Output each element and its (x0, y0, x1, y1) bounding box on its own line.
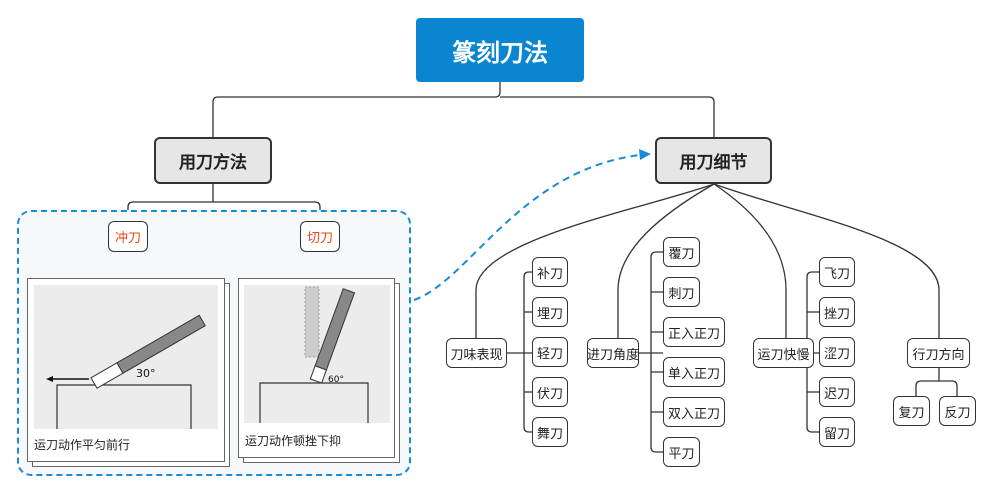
card-qiedao: 60° 运刀动作顿挫下抑 (238, 278, 395, 458)
leaf-node[interactable]: 舞刀 (532, 417, 568, 447)
leaf-node[interactable]: 伏刀 (532, 377, 568, 407)
connector-g3 (713, 183, 787, 338)
node-qiedao[interactable]: 切刀 (300, 221, 340, 252)
caption-chongdao: 运刀动作平匀前行 (34, 438, 131, 452)
leaf-node[interactable]: 正入正刀 (663, 317, 725, 347)
leaf-node[interactable]: 留刀 (819, 417, 855, 447)
bracket-g1 (507, 271, 532, 433)
node-right-title[interactable]: 用刀细节 (655, 137, 772, 184)
chongdao-illustration: 30° (34, 285, 218, 429)
caption-qiedao: 运刀动作顿挫下抑 (245, 434, 342, 448)
leaf-node[interactable]: 挫刀 (819, 297, 855, 327)
node-group-3[interactable]: 运刀快慢 (753, 338, 814, 368)
leaf-node[interactable]: 补刀 (532, 257, 568, 287)
angle-label: 60° (328, 375, 344, 385)
arrow-head-icon (639, 149, 651, 160)
node-group-2[interactable]: 进刀角度 (587, 338, 639, 368)
leaf-node[interactable]: 迟刀 (819, 377, 855, 407)
dashed-link (413, 154, 641, 301)
node-group-1[interactable]: 刀味表现 (446, 338, 507, 368)
leaf-node[interactable]: 刺刀 (663, 277, 700, 307)
node-group-4[interactable]: 行刀方向 (907, 338, 970, 368)
connector-root-left (212, 82, 501, 137)
node-left-title[interactable]: 用刀方法 (154, 137, 272, 184)
root-node[interactable]: 篆刻刀法 (416, 18, 584, 82)
leaf-node[interactable]: 复刀 (893, 396, 930, 426)
leaf-node[interactable]: 埋刀 (532, 297, 568, 327)
leaf-node[interactable]: 平刀 (663, 437, 700, 467)
angle-label: 30° (136, 367, 156, 380)
leaf-node[interactable]: 单入正刀 (663, 357, 725, 387)
qiedao-illustration: 60° (244, 285, 390, 423)
leaf-node[interactable]: 涩刀 (819, 337, 855, 367)
connector-left-items (127, 184, 321, 221)
leaf-node[interactable]: 双入正刀 (663, 397, 725, 427)
node-chongdao[interactable]: 冲刀 (108, 221, 148, 252)
leaf-node[interactable]: 飞刀 (819, 257, 855, 287)
card-chongdao: 30° 运刀动作平匀前行 (27, 278, 225, 462)
connector-g4 (713, 183, 940, 338)
connector-root-right (500, 96, 715, 137)
leaf-node[interactable]: 反刀 (939, 396, 976, 426)
bracket-g4 (915, 368, 958, 396)
leaf-node[interactable]: 轻刀 (532, 337, 568, 367)
bracket-g2 (638, 251, 663, 453)
connector-g2 (617, 183, 715, 338)
connector-g1 (475, 183, 715, 338)
leaf-node[interactable]: 覆刀 (663, 237, 700, 267)
